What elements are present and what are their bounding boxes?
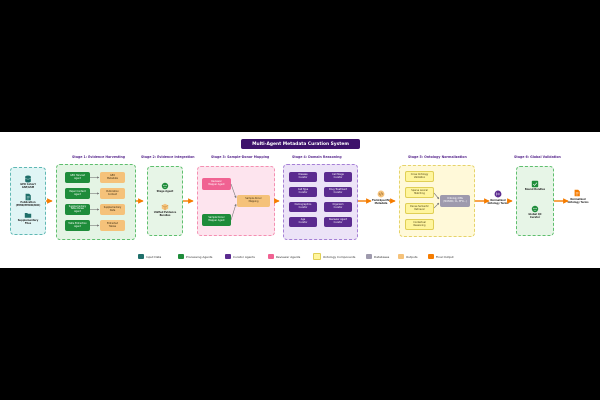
legend-input-data: Input Data (138, 253, 161, 260)
dense-semantic-retrieval: Dense Semantic Retrieval (405, 203, 434, 214)
paper-content-agent: Paper Content Agent (65, 188, 90, 199)
legend-label: Curator Agents (233, 254, 255, 259)
field-specific-metadata-label: Field-Specific Metadata (371, 199, 391, 205)
drug-treatment-curator: Drug Treatment Curator (324, 187, 352, 197)
cell-stage-curator: Cell Stage Curator (324, 172, 352, 182)
document-icon (25, 193, 31, 201)
legend-swatch (366, 254, 372, 259)
stage-agent-label: Stage Agent (156, 190, 174, 193)
stage-1-label: Stage 1: Evidence Harvesting (72, 155, 126, 159)
publication-label: Publication (PMID/PMCID/DOI) (15, 201, 41, 207)
folder-icon (24, 213, 32, 218)
publication-content-output: Publication Content (100, 188, 125, 199)
stage-5-label: Stage 5: Ontology Normalization (408, 155, 467, 159)
final-output-icon (574, 189, 580, 197)
final-normalized-ontology-terms-label: Normalized Ontology Terms (567, 198, 589, 204)
unified-evidence-bundles-label: Unified Evidence Bundles (153, 211, 177, 217)
global-qc-curator-label: Global QC Curator (528, 213, 542, 219)
legend-final-output: Final Output (428, 253, 454, 260)
cross-ontology-validation: Cross Ontology Validation (405, 171, 434, 182)
stage-4-label: Stage 4: Domain Reasoning (292, 155, 342, 159)
bound-bundles-label: Bound Bundles (524, 188, 546, 191)
legend-label: Outputs (406, 254, 418, 259)
merge-icon (494, 190, 502, 198)
legend-databases: Databases (366, 253, 389, 260)
disease-curator: Disease Curator (289, 172, 317, 182)
legend-label: Processing Agents (186, 254, 213, 259)
legend-swatch (313, 253, 321, 260)
organism-curator: Organism Curator (324, 202, 352, 212)
supplementary-table-parser-agent: Supplementary Table Parser Agent (65, 204, 90, 215)
code-icon (377, 190, 385, 198)
legend-curator-agents: Curator Agents (225, 253, 255, 260)
supplementary-data-output: Supplementary Data (100, 204, 125, 215)
legend-swatch (138, 254, 144, 259)
box-icon (161, 203, 169, 211)
geo-harvest-agent: GEO Harvest Agent (65, 172, 90, 183)
geo-cohort-label: GEO Cohort GSE/GSM (20, 183, 36, 189)
supplementary-files-label: Supplementary Files (17, 219, 39, 225)
age-curator: Age Curator (289, 217, 317, 227)
reviewer-agent-curator: Reviewer Agent Curator (324, 217, 352, 227)
sample-donor-mapper-agent: Sample Donor Mapper Agent (202, 214, 231, 226)
check-icon (531, 180, 539, 188)
legend-label: Databases (374, 254, 390, 259)
extracted-tables-output: Extracted Tables (100, 220, 125, 231)
legend-swatch (398, 254, 404, 259)
normalized-ontology-terms-label: Normalized Ontology Terms (487, 199, 509, 205)
legend-swatch (178, 254, 184, 259)
table-extraction-agent: Table Extraction Agent (65, 220, 90, 231)
legend-swatch (268, 254, 274, 259)
legend-label: Final Output (436, 254, 454, 259)
ontology-db: Ontology DBs (MONDO, CL, EFO...) (440, 195, 470, 207)
agent-icon (531, 205, 539, 213)
database-icon (25, 175, 31, 183)
legend-processing-agents: Processing Agents (178, 253, 212, 260)
legend-swatch (225, 254, 231, 259)
legend-label: Input Data (146, 254, 162, 259)
stage-6-label: Stage 6: Global Validation (514, 155, 561, 159)
demographics-curator: Demographics Curator (289, 202, 317, 212)
cell-type-curator: Cell Type Curator (289, 187, 317, 197)
integration-stage-box (147, 166, 183, 236)
legend-ontology-components: Ontology Components (313, 253, 355, 260)
geo-metadata-output: GEO Metadata (100, 172, 125, 183)
agent-icon (161, 182, 169, 190)
stage-2-label: Stage 2: Evidence Integration (141, 155, 195, 159)
legend-outputs: Outputs (398, 253, 418, 260)
stage-3-label: Stage 3: Sample-Donor Mapping (211, 155, 270, 159)
reviewer-mapper-agent: Reviewer Mapper Agent (202, 178, 231, 190)
legend-swatch (428, 254, 434, 259)
legend-label: Reviewer Agents (276, 254, 301, 259)
legend-reviewer-agents: Reviewer Agents (268, 253, 300, 260)
contextual-reasoning: Contextual Reasoning (405, 219, 434, 230)
diagram-title: Multi-Agent Metadata Curation System (241, 139, 360, 149)
validation-stage-box (516, 166, 554, 236)
sparse-lexical-matching: Sparse Lexical Matching (405, 187, 434, 198)
legend-label: Ontology Components (323, 254, 356, 259)
sample-donor-mapping-output: Sample-Donor Mapping (237, 195, 270, 207)
